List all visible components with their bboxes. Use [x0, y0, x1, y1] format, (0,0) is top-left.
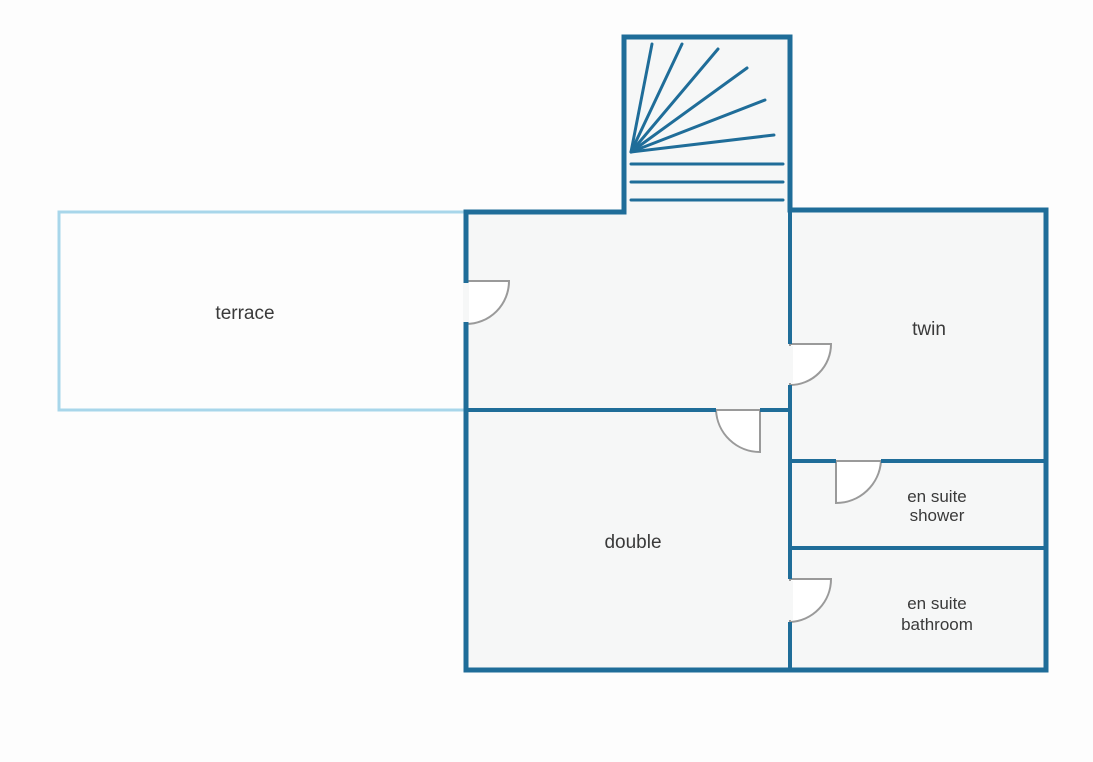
staircase-icon — [629, 42, 785, 202]
door-twin — [789, 343, 833, 387]
door-terrace — [465, 280, 511, 326]
door-double — [714, 409, 761, 454]
room-label-terrace: terrace — [215, 303, 274, 324]
room-label-bathroom-line2: bathroom — [901, 615, 973, 634]
room-label-shower-line2: shower — [910, 506, 965, 525]
floor-fill — [466, 37, 1046, 670]
doors — [465, 280, 883, 624]
room-label-double: double — [604, 532, 661, 553]
room-label-twin: twin — [912, 319, 946, 340]
door-shower — [835, 460, 883, 505]
room-label-shower-line1: en suite — [907, 487, 967, 506]
room-label-bathroom-line1: en suite — [907, 594, 967, 613]
door-bathroom — [789, 578, 833, 624]
interior-walls — [466, 210, 1046, 670]
terrace-area — [57, 210, 468, 412]
